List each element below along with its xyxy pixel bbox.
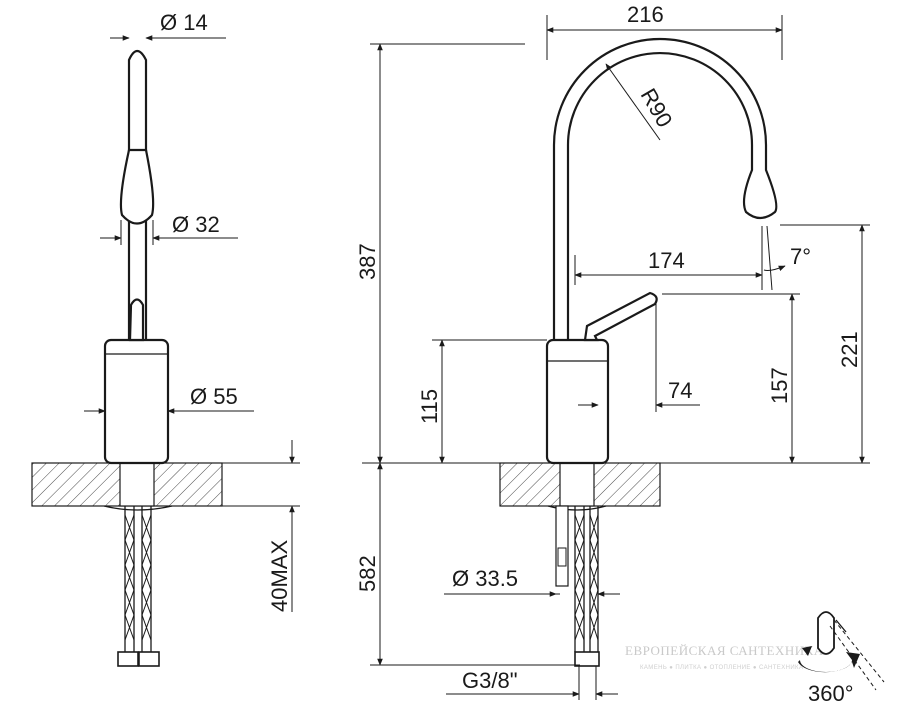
dim-total-height: 387 <box>355 43 525 464</box>
dim-hose-length: 582 <box>355 462 580 666</box>
dim-hose-length-label: 582 <box>355 555 380 592</box>
dim-shank-label: Ø 33.5 <box>452 566 518 591</box>
side-view: 216 R90 387 174 7° <box>355 2 870 700</box>
front-shank <box>119 462 155 507</box>
side-spout <box>552 37 778 340</box>
dim-thread: G3/8" <box>446 666 618 700</box>
dim-spout-offset: 174 <box>574 248 763 285</box>
dim-spout-offset-label: 174 <box>648 248 685 273</box>
dim-outlet-height-label: 221 <box>837 331 862 368</box>
dim-thread-label: G3/8" <box>462 668 518 693</box>
rotation-arrow-head-icon <box>802 646 812 656</box>
dim-angle-label: 7° <box>790 244 811 269</box>
dim-spout-end: Ø 32 <box>100 212 238 245</box>
dim-deck-thickness-label: 40MAX <box>267 540 292 612</box>
front-hoses <box>117 506 160 667</box>
watermark-title: ЕВРОПЕЙСКАЯ САНТЕХНИКА <box>625 643 824 658</box>
dim-spout-tip: Ø 14 <box>110 10 226 41</box>
dim-reach-label: 216 <box>627 2 664 27</box>
front-spout-tube <box>127 49 148 340</box>
dim-radius-label: R90 <box>636 84 678 131</box>
front-fixing-plate <box>103 505 173 511</box>
dim-reach: 216 <box>546 2 783 60</box>
side-fixing-plate <box>547 505 607 511</box>
side-lever <box>583 291 658 342</box>
front-spout-tip <box>119 148 155 225</box>
front-body <box>103 338 170 465</box>
rotation-swing-ghost <box>829 619 885 691</box>
front-view: Ø 14 Ø 32 Ø 55 40MAX <box>31 10 300 667</box>
side-hoses <box>555 505 600 667</box>
dim-spout-tip-label: Ø 14 <box>160 10 208 35</box>
dim-body-label: Ø 55 <box>190 384 238 409</box>
dim-total-height-label: 387 <box>355 243 380 280</box>
rotation-indicator: 360° <box>798 611 885 706</box>
dim-angle: 7° <box>761 225 811 291</box>
dim-spout-end-label: Ø 32 <box>172 212 220 237</box>
dim-handle-height-label: 157 <box>767 367 792 404</box>
side-shank <box>559 462 595 507</box>
watermark: ЕВРОПЕЙСКАЯ САНТЕХНИКА КАМЕНЬ ● ПЛИТКА ●… <box>625 643 824 671</box>
dim-radius: R90 <box>605 63 678 141</box>
rotation-swing-line <box>835 619 847 633</box>
dim-outlet-height: 221 <box>780 224 870 464</box>
rotation-spout-top <box>817 611 835 655</box>
dim-handle-reach-label: 74 <box>668 378 692 403</box>
rotation-label: 360° <box>808 681 854 706</box>
dim-body-height: 115 <box>417 339 547 464</box>
dim-deck-thickness: 40MAX <box>222 440 300 612</box>
dim-body-height-label: 115 <box>417 389 442 424</box>
rotation-arrow-icon <box>798 652 860 673</box>
front-lever-stub <box>128 298 145 342</box>
dim-handle-reach: 74 <box>578 300 700 412</box>
watermark-subtitle: КАМЕНЬ ● ПЛИТКА ● ОТОПЛЕНИЕ ● САНТЕХНИКА <box>640 665 803 671</box>
dim-shank: Ø 33.5 <box>444 566 620 597</box>
side-body <box>545 338 610 465</box>
dim-handle-height: 157 <box>662 293 800 464</box>
dim-body: Ø 55 <box>84 384 254 414</box>
